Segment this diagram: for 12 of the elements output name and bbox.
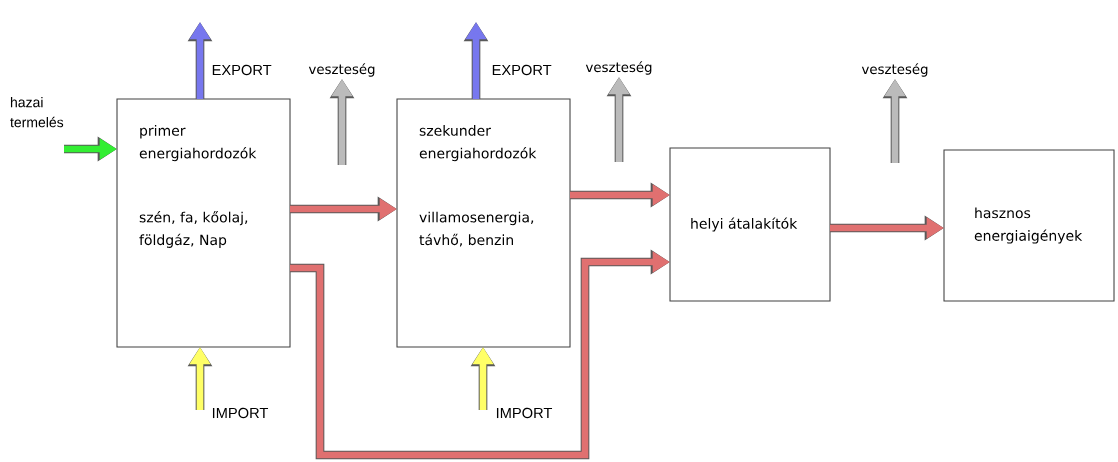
edge-label: IMPORT <box>210 406 270 420</box>
loss-label: veszteség <box>860 61 930 79</box>
edge-label: IMPORT <box>494 406 554 420</box>
process-box: primer energiahordozók szén, fa, kőolaj, földgáz, Nap <box>116 98 291 348</box>
loss-label: veszteség <box>307 61 377 79</box>
loss-label: veszteség <box>584 59 654 77</box>
source-label: hazai termelés <box>10 97 64 128</box>
process-box: szekunder energiahordozók villamosenergia, távhő, benzin <box>396 98 571 348</box>
edge-label: EXPORT <box>490 63 553 77</box>
edge-label: EXPORT <box>210 63 273 77</box>
process-box: hasznos energiaigények <box>943 149 1115 302</box>
process-box: helyi átalakítók <box>669 147 831 302</box>
